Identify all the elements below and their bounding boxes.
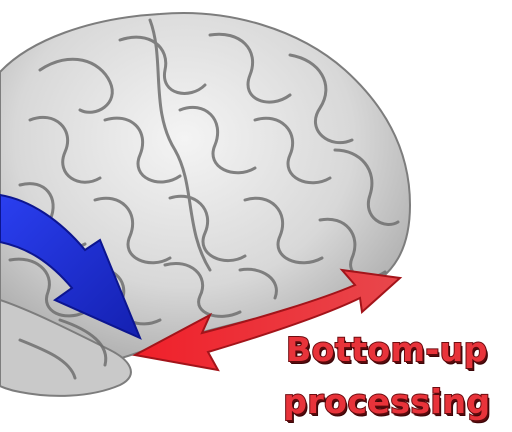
caption-line-2: processing [272, 382, 502, 422]
caption-line-1: Bottom-up [272, 330, 502, 370]
